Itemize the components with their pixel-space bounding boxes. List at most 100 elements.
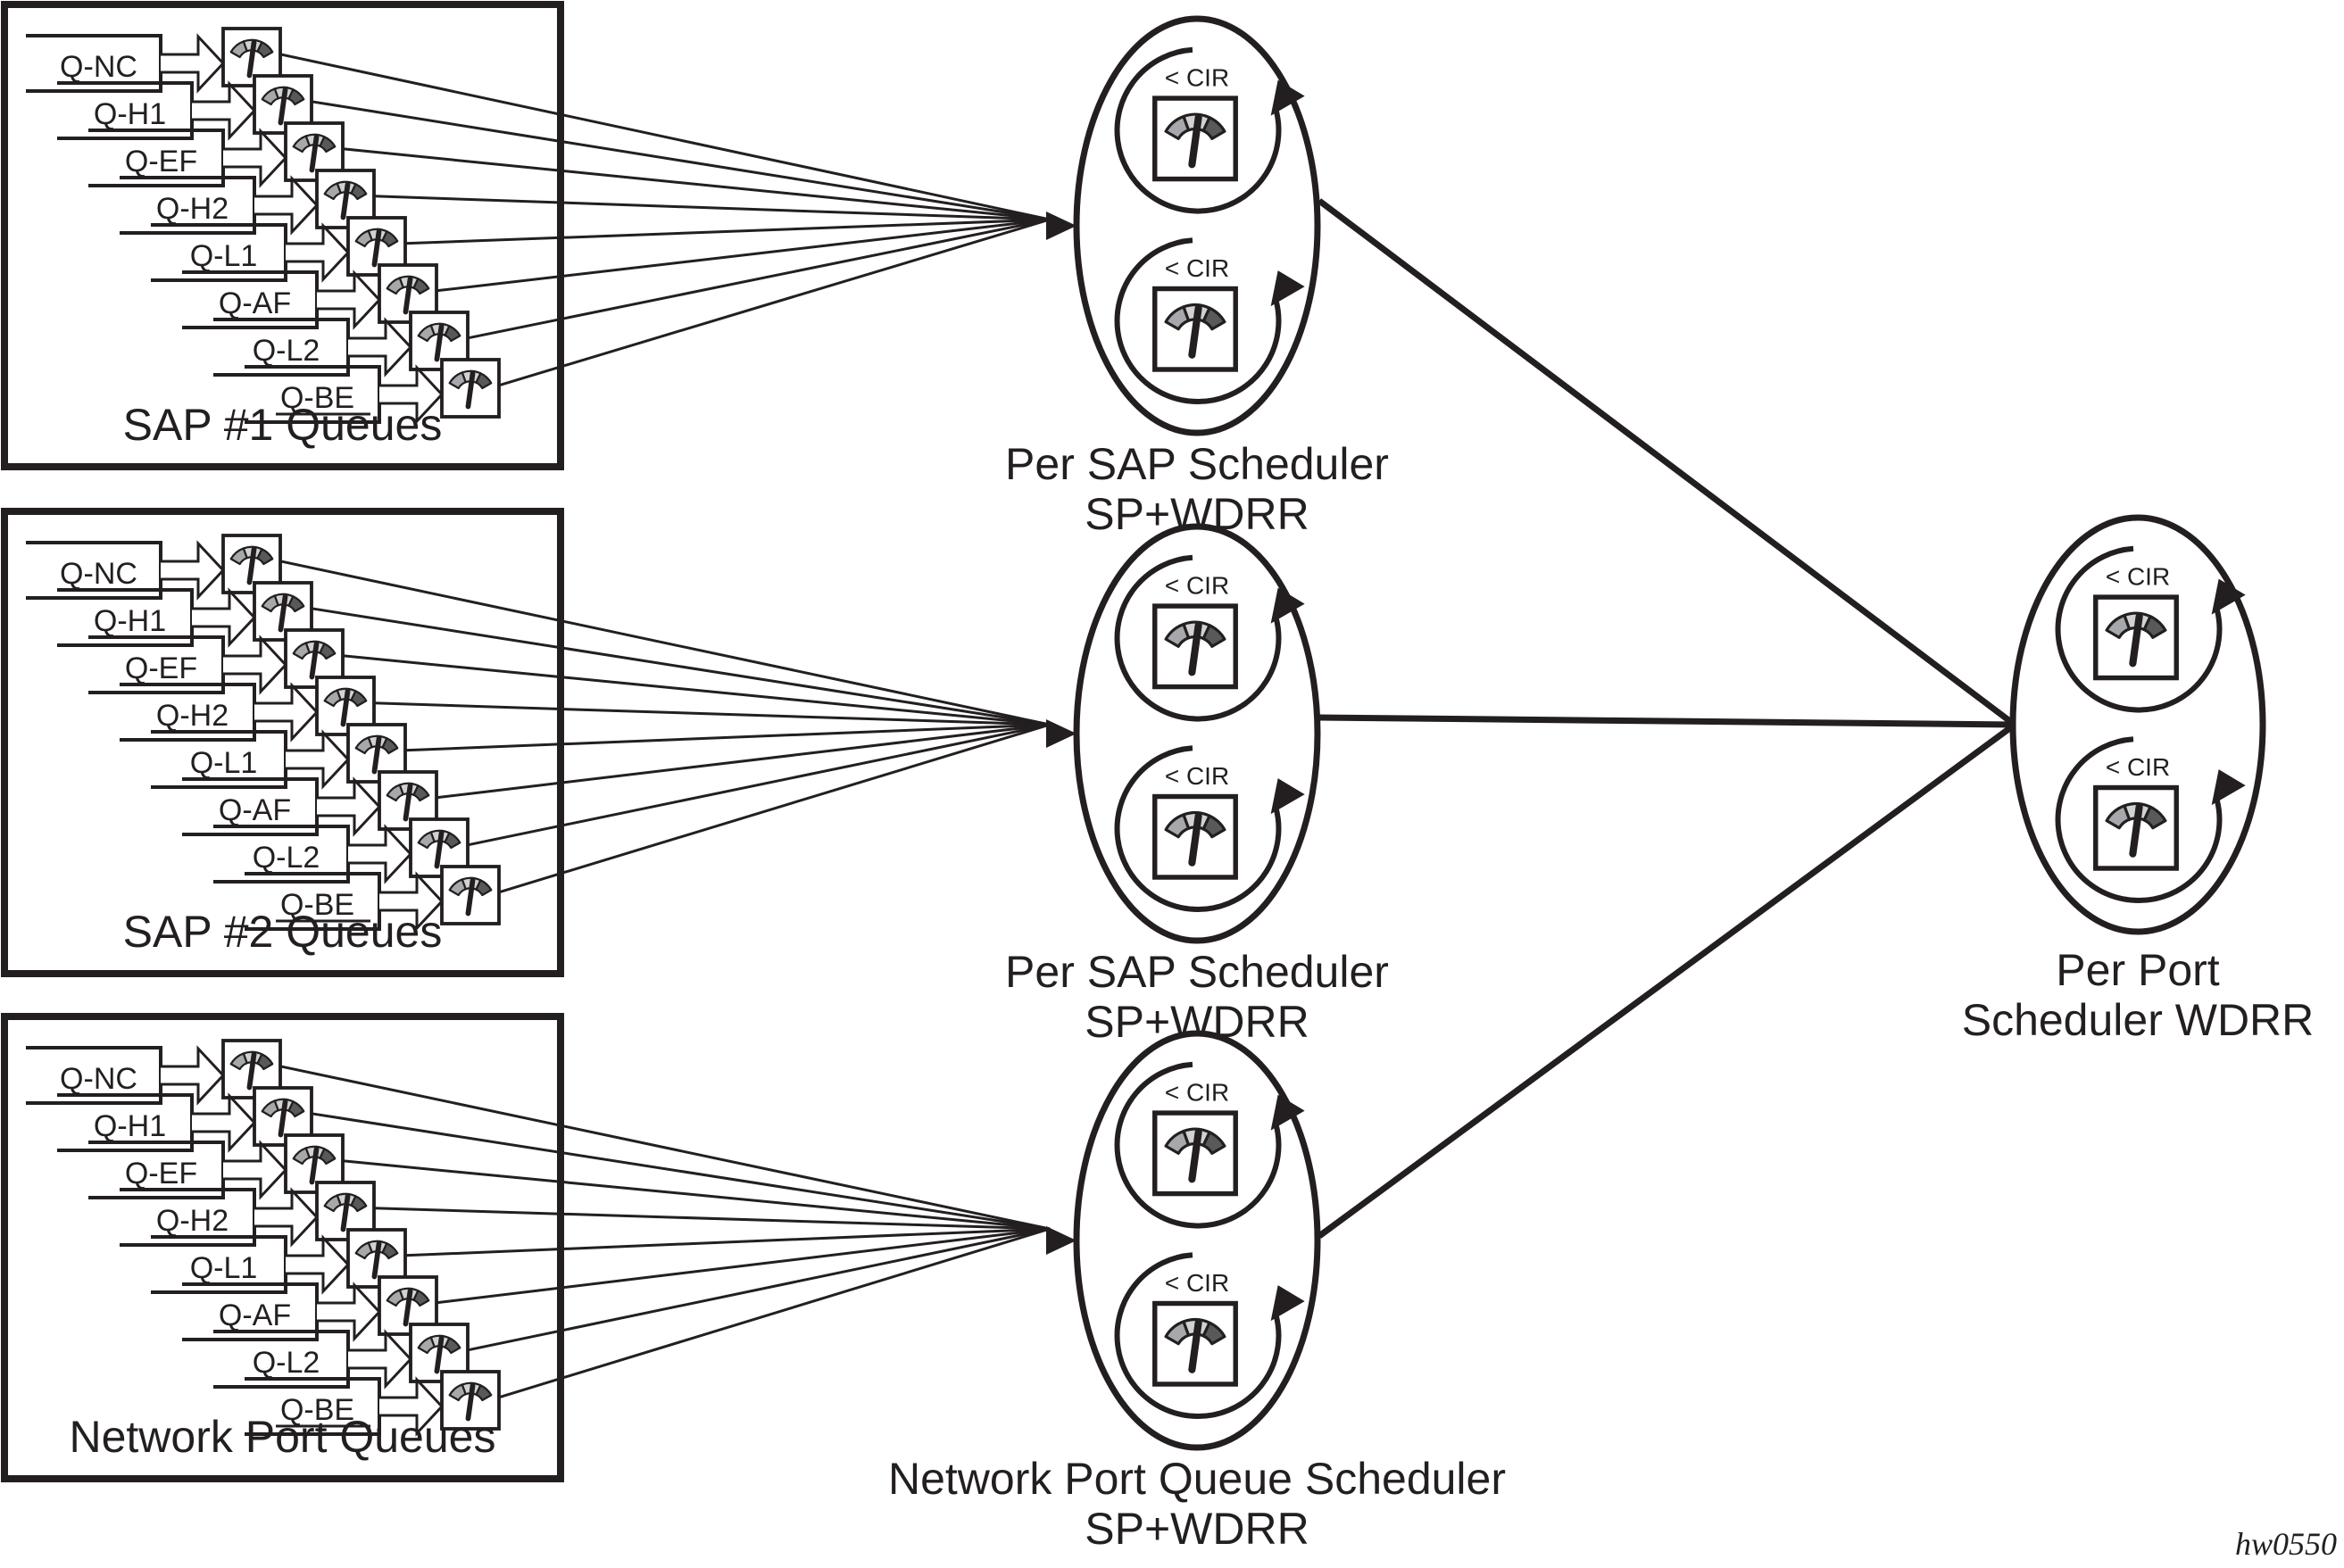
queue-item: Q-L1 xyxy=(151,723,407,790)
gauge-segment xyxy=(444,1337,461,1355)
queue-group-label: SAP #1 Queues xyxy=(123,400,443,450)
gauge-meter-icon xyxy=(1152,1300,1238,1387)
gauge-needle xyxy=(1188,1319,1202,1373)
gauge-segment xyxy=(350,1195,368,1213)
gauge-needle xyxy=(246,39,257,79)
queue-group-frame xyxy=(1,1013,564,1482)
queue-label: Q-H2 xyxy=(156,192,229,226)
scheduler-loop: < CIR xyxy=(1114,745,1305,912)
gauge-segment xyxy=(444,325,461,343)
cir-label: < CIR xyxy=(2106,753,2170,781)
gauge-needle xyxy=(1188,621,1202,676)
queue-label: Q-BE xyxy=(280,1393,354,1427)
scheduler-label: Per SAP Scheduler xyxy=(1005,439,1389,489)
queue-group-frame xyxy=(1,508,564,977)
gauge-segment xyxy=(412,784,430,802)
gauge-meter-icon xyxy=(1152,793,1238,880)
gauge-meter-icon xyxy=(1152,286,1238,372)
queue-label: Q-BE xyxy=(280,888,354,922)
scheduler-sublabel: SP+WDRR xyxy=(1085,1504,1309,1554)
queue-to-scheduler-line xyxy=(404,1227,1051,1257)
gauge-meter-icon xyxy=(346,1228,407,1289)
queue-item: Q-L1 xyxy=(151,1228,407,1295)
queue-to-scheduler-line xyxy=(279,53,1051,221)
port-scheduler-sublabel: Scheduler WDRR xyxy=(1962,995,2315,1045)
circular-arrow-icon xyxy=(1114,1252,1282,1419)
queue-to-scheduler-line xyxy=(498,723,1051,894)
gauge-needle xyxy=(1188,304,1202,359)
queue-item: Q-AF xyxy=(182,770,438,837)
scheduler-loop: < CIR xyxy=(1114,1061,1305,1229)
gauge-needle xyxy=(465,877,476,917)
queue-item: Q-H1 xyxy=(57,74,313,141)
scheduler-to-port-line xyxy=(1318,714,2016,728)
gauge-needle xyxy=(465,370,476,410)
queue-item: Q-H2 xyxy=(120,1181,376,1248)
gauge-meter-icon xyxy=(284,1133,345,1194)
queue-label: Q-BE xyxy=(280,381,354,415)
scheduler: < CIR < CIR xyxy=(1046,1030,1321,1451)
arrowhead-icon xyxy=(1270,1094,1305,1131)
gauge-segment xyxy=(412,1290,430,1307)
gauge-segment xyxy=(1201,116,1226,140)
circular-arrow-icon xyxy=(1114,745,1282,912)
queue-label: Q-H1 xyxy=(94,97,166,131)
queue-label: Q-NC xyxy=(60,1062,137,1096)
queue-to-scheduler-line xyxy=(467,218,1051,340)
gauge-segment xyxy=(287,88,305,106)
gauge-needle xyxy=(278,593,288,633)
queue-to-scheduler-line xyxy=(311,607,1051,726)
gauge-segment xyxy=(1201,624,1226,648)
gauge-meter-icon xyxy=(378,263,438,324)
gauge-needle xyxy=(340,1193,351,1232)
cir-label: < CIR xyxy=(1165,1269,1229,1297)
gauge-needle xyxy=(340,181,351,220)
arrowhead-icon xyxy=(1270,270,1305,307)
queue-to-scheduler-line xyxy=(311,100,1051,221)
queue-label: Q-H2 xyxy=(156,699,229,733)
gauge-meter-icon xyxy=(409,1323,470,1383)
meter-frame xyxy=(2093,784,2179,871)
gauge-needle xyxy=(278,87,288,126)
gauge-segment xyxy=(1201,306,1226,331)
gauge-segment xyxy=(256,1053,274,1071)
scheduler: < CIR< CIR xyxy=(2009,514,2266,935)
input-arrowhead-icon xyxy=(1046,719,1076,748)
arrowhead-icon xyxy=(1270,778,1305,815)
queue-to-scheduler-line xyxy=(342,654,1051,726)
connection-lines xyxy=(279,53,2017,1399)
gauge-meter-icon xyxy=(440,358,501,419)
gauge-segment xyxy=(319,136,337,153)
gauge-meter-icon xyxy=(440,865,501,925)
queue-to-scheduler-line xyxy=(311,1112,1051,1231)
gauge-segment xyxy=(475,372,493,390)
queue-label: Q-EF xyxy=(125,651,197,685)
gauge-needle xyxy=(434,323,445,362)
queue-group-label: SAP #2 Queues xyxy=(123,907,443,957)
queue-item: Q-BE xyxy=(245,358,501,425)
gauge-needle xyxy=(403,276,413,315)
queue-to-scheduler-line xyxy=(342,1159,1051,1231)
scheduler: < CIR< CIR xyxy=(1046,15,1321,436)
queue-item: Q-H2 xyxy=(120,169,376,236)
queue-label: Q-EF xyxy=(125,1157,197,1191)
arrowhead-icon xyxy=(1270,587,1305,624)
queue-group-frame xyxy=(1,1,564,470)
gauge-segment xyxy=(475,1384,493,1402)
queue-label: Q-L1 xyxy=(190,239,258,273)
gauge-needle xyxy=(2129,612,2143,668)
gauge-segment xyxy=(412,278,430,295)
circular-arrow-icon xyxy=(1114,237,1282,404)
queue-to-scheduler-line xyxy=(279,1065,1051,1231)
queue-group: Q-NCQ-H1Q-EFQ-H2Q-L1Q-AFQ-L2Q-BENetwork … xyxy=(1,1013,564,1482)
gauge-needle xyxy=(434,1335,445,1374)
gauge-meter-icon xyxy=(253,1086,313,1147)
queue-to-scheduler-line xyxy=(373,1207,1051,1231)
gauge-needle xyxy=(465,1382,476,1422)
queue-to-scheduler-line xyxy=(373,701,1051,726)
queue-item: Q-NC xyxy=(26,1039,282,1106)
scheduler-loop: < CIR xyxy=(1114,554,1305,722)
